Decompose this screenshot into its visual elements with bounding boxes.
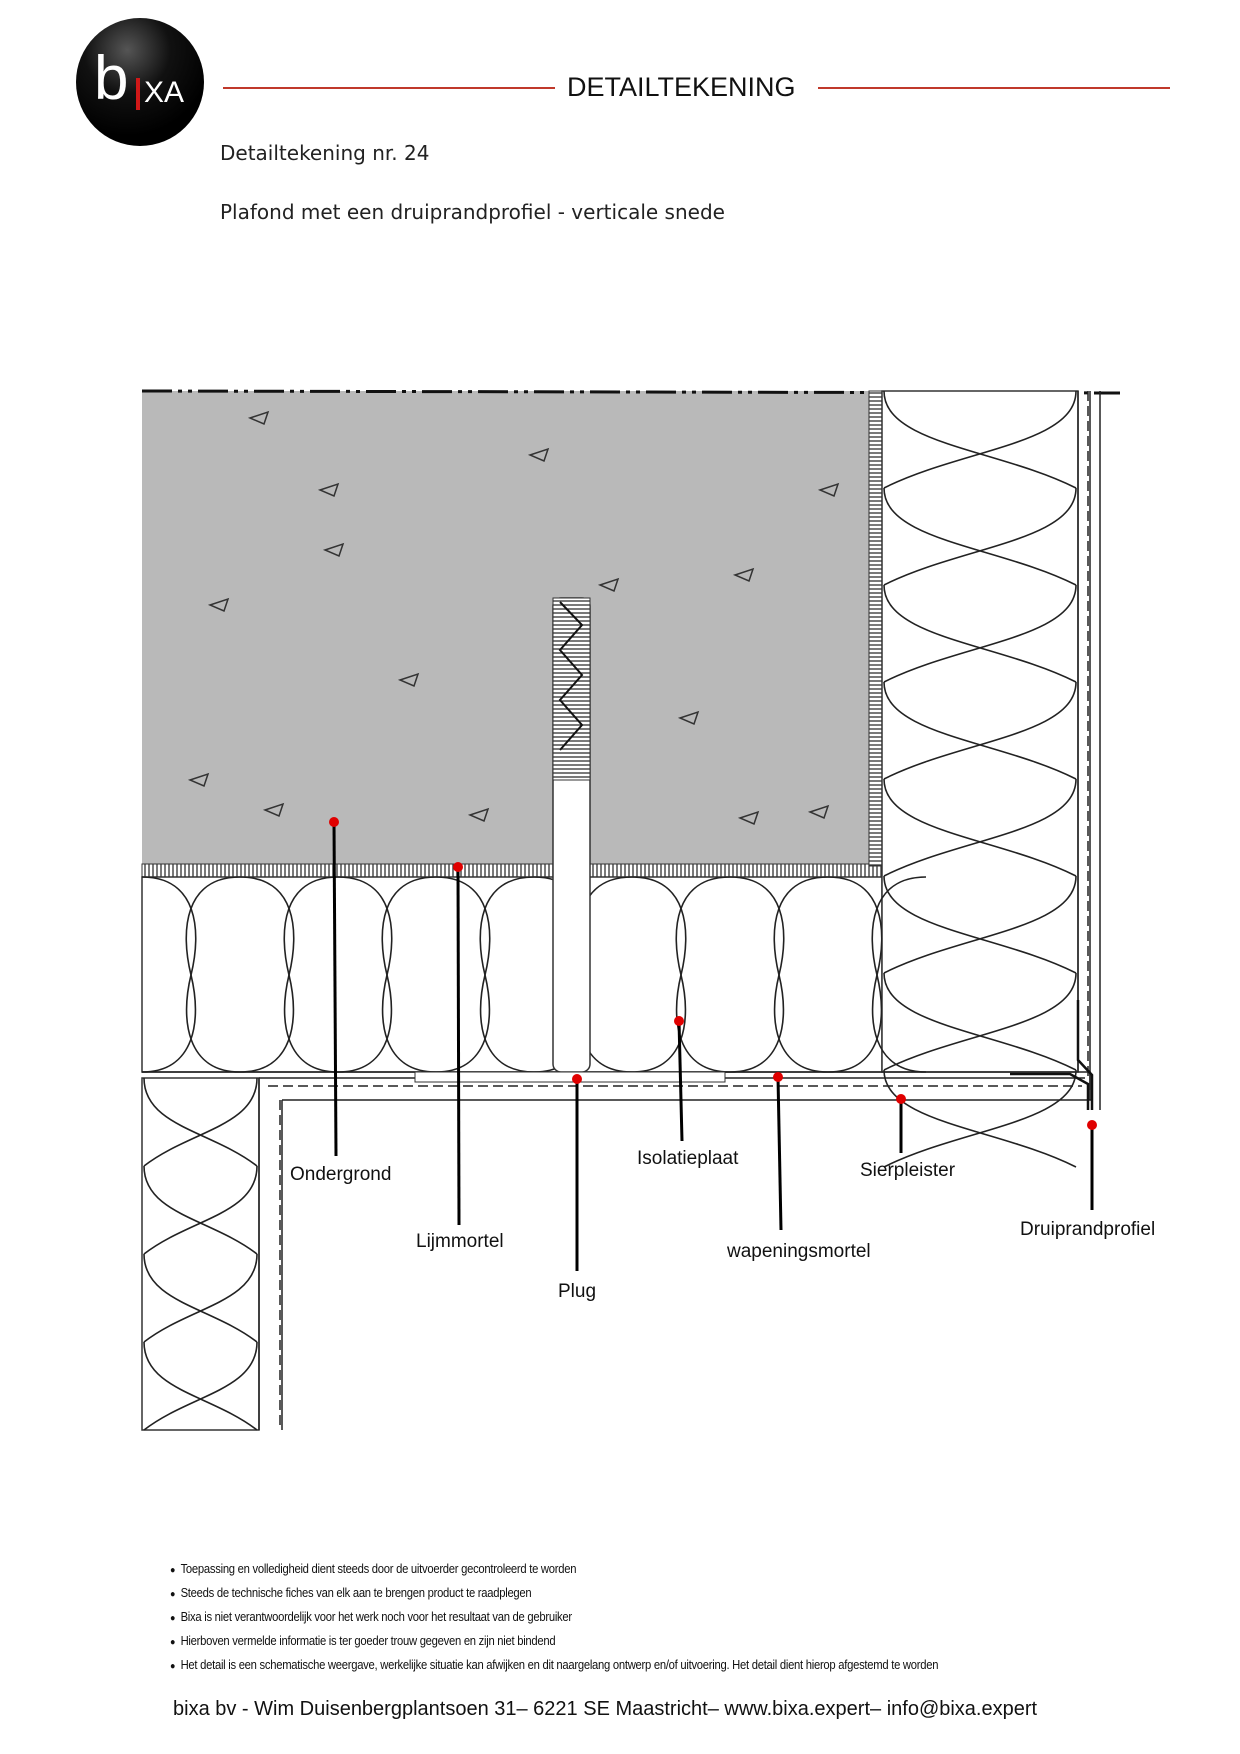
aggregate-mark: [807, 804, 830, 820]
drawing-description: Plafond met een druiprandprofiel - verti…: [220, 200, 725, 224]
label-lijmmortel: Lijmmortel: [416, 1231, 504, 1252]
insulation-loop: [883, 875, 1077, 974]
insulation-loop: [143, 1165, 258, 1255]
insulation-loop: [883, 778, 1077, 877]
aggregate-mark: [317, 482, 340, 498]
insulation-loop: [883, 1069, 1077, 1168]
label-plug: Plug: [558, 1281, 597, 1302]
insulation-loop: [883, 487, 1077, 586]
insulation-loop: [337, 876, 437, 1073]
insulation-loop: [143, 1341, 258, 1431]
adhesive-layer-wall: [868, 390, 883, 867]
aggregate-mark: [467, 807, 490, 823]
insulation-loop: [239, 876, 339, 1073]
aggregate-mark: [322, 542, 345, 558]
insulation-loop: [883, 972, 1077, 1071]
insulation-loop: [883, 681, 1077, 780]
aggregate-mark: [817, 482, 840, 498]
note-item: Steeds de technische fiches van elk aan …: [170, 1586, 532, 1600]
page-title: DETAILTEKENING: [567, 72, 796, 102]
aggregate-mark: [527, 447, 550, 463]
aggregate-mark: [397, 672, 420, 688]
insulation-loop: [143, 1341, 258, 1431]
insulation-loop: [143, 1253, 258, 1343]
insulation-loop: [883, 584, 1077, 683]
insulation-board-wall: [881, 390, 1079, 1073]
aggregate-mark: [732, 567, 755, 583]
note-item: Hierboven vermelde informatie is ter goe…: [170, 1634, 556, 1648]
insulation-loop: [883, 681, 1077, 780]
insulation-loop: [883, 487, 1077, 586]
drip-edge-profile: [1010, 1000, 1094, 1110]
adhesive-layer-ceiling: [141, 863, 883, 878]
leader-lines: [332, 821, 1094, 1271]
insulation-board-ceiling: [141, 876, 883, 1073]
concrete-substrate: [142, 391, 869, 866]
insulation-loop: [883, 875, 1077, 974]
footer-address: bixa bv - Wim Duisenbergplantsoen 31– 62…: [173, 1698, 1038, 1720]
aggregate-mark: [262, 802, 285, 818]
insulation-loop: [143, 1077, 258, 1167]
insulation-loop: [143, 1253, 258, 1343]
insulation-loop: [141, 876, 241, 1073]
insulation-loop: [631, 876, 731, 1073]
note-item: Bixa is niet verantwoordelijk voor het w…: [170, 1610, 573, 1624]
aggregate-mark: [187, 772, 210, 788]
insulation-loop: [435, 876, 535, 1073]
drawing-number: Detailtekening nr. 24: [220, 141, 430, 165]
label-isolatieplaat: Isolatieplaat: [637, 1148, 739, 1169]
aggregate-mark: [737, 810, 760, 826]
label-ondergrond: Ondergrond: [290, 1164, 392, 1185]
marker-dots: [329, 817, 1097, 1130]
aggregate-mark: [247, 410, 270, 426]
insulation-loop: [883, 584, 1077, 683]
anchor-plug: [414, 597, 726, 1083]
insulation-loop: [729, 876, 829, 1073]
insulation-loop: [143, 1165, 258, 1255]
aggregate-mark: [597, 577, 620, 593]
insulation-loop: [143, 1077, 258, 1167]
aggregate-mark: [677, 710, 700, 726]
note-item: Het detail is een schematische weergave,…: [170, 1658, 939, 1672]
insulation-loop: [883, 778, 1077, 877]
label-druiprandprofiel: Druiprandprofiel: [1020, 1219, 1156, 1240]
label-sierpleister: Sierpleister: [860, 1160, 956, 1181]
insulation-loop: [883, 1069, 1077, 1168]
title-rule-right: [818, 87, 1170, 89]
insulation-loop: [883, 390, 1077, 489]
insulation-board-lower-wall: [141, 1077, 260, 1431]
insulation-loop: [883, 972, 1077, 1071]
insulation-loop: [883, 390, 1077, 489]
title-rule-left: [223, 87, 555, 89]
note-item: Toepassing en volledigheid dient steeds …: [170, 1562, 577, 1576]
insulation-loop: [827, 876, 927, 1073]
aggregate-mark: [207, 597, 230, 613]
label-wapeningsmortel: wapeningsmortel: [727, 1241, 871, 1262]
